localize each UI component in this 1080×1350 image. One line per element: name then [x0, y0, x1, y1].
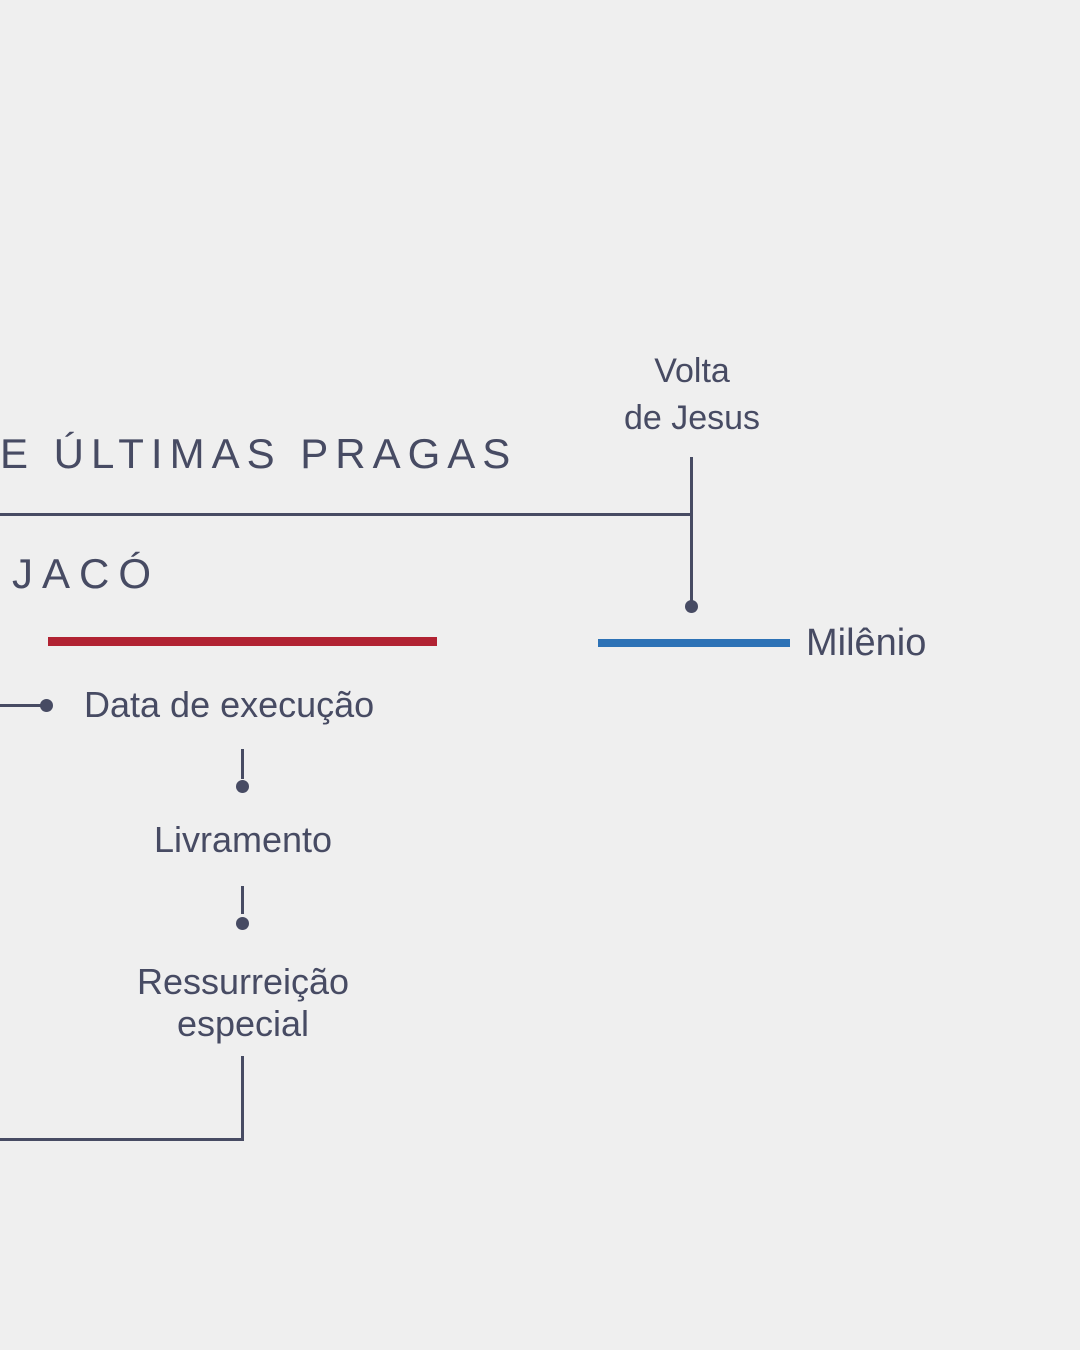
ressurreicao-label-line2: especial: [176, 1003, 310, 1044]
pragas-period-line: [48, 637, 437, 646]
timeline-axis-line: [0, 513, 692, 516]
execucao-connector-dot: [40, 699, 53, 712]
ressurreicao-label-line1: Ressurreição: [136, 961, 350, 1002]
milenio-period-line: [598, 639, 790, 647]
flow-arrow-dot-2: [236, 917, 249, 930]
volta-connector-line: [690, 457, 693, 603]
flow-arrow-dot-1: [236, 780, 249, 793]
label-livramento: Livramento: [153, 819, 333, 860]
label-milenio: Milênio: [806, 622, 927, 664]
label-ressurreicao-especial: Ressurreição especial: [137, 961, 349, 1045]
label-volta-de-jesus: Volta de Jesus: [624, 348, 760, 442]
ressurreicao-return-hline: [0, 1138, 244, 1141]
volta-label-line1: Volta: [654, 352, 730, 390]
volta-connector-dot: [685, 600, 698, 613]
ressurreicao-return-vline: [241, 1056, 244, 1140]
subtitle-jaco: JACÓ: [12, 550, 161, 597]
label-data-de-execucao: Data de execução: [84, 684, 375, 725]
flow-arrow-line-1: [241, 749, 244, 779]
title-ultimas-pragas: E ÚLTIMAS PRAGAS: [0, 430, 518, 477]
flow-arrow-line-2: [241, 886, 244, 914]
execucao-connector-line: [0, 704, 41, 707]
volta-label-line2: de Jesus: [623, 399, 761, 437]
